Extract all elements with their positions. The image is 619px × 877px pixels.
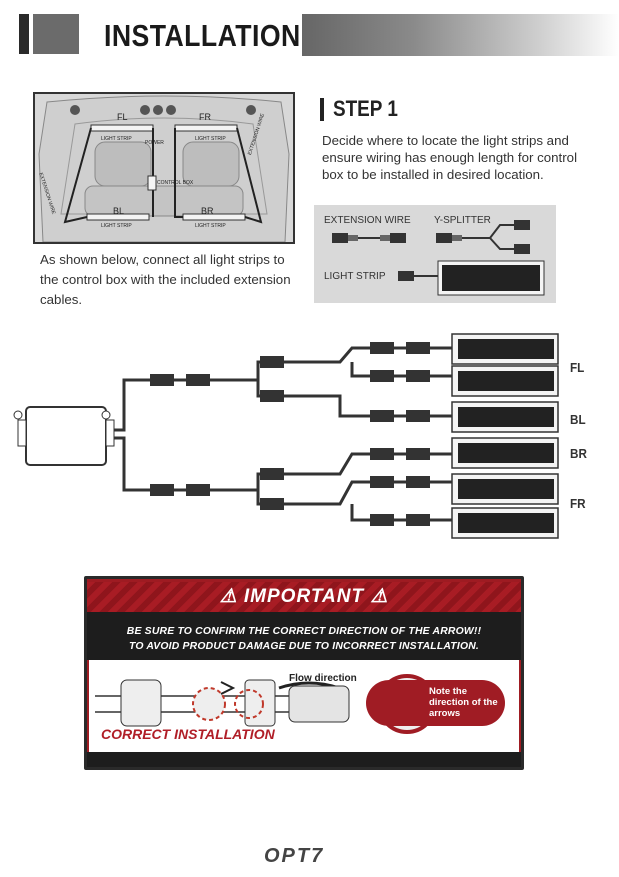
label-control-box: CONTROL BOX <box>157 180 194 186</box>
wiring-illustration <box>13 333 559 539</box>
wiring-zone-label: BR <box>570 446 587 461</box>
label-light-strip: LIGHT STRIP <box>101 223 132 229</box>
label-light-strip: LIGHT STRIP <box>195 136 226 142</box>
flow-direction-label: Flow direction <box>289 673 357 684</box>
label-light-strip: LIGHT STRIP <box>101 136 132 142</box>
note-text: Note the direction of the arrows <box>429 686 498 719</box>
part-label-extension-wire: EXTENSION WIRE <box>324 215 411 226</box>
note-pill <box>366 680 505 726</box>
page-title: INSTALLATION <box>104 18 301 53</box>
important-title: IMPORTANT <box>243 586 365 607</box>
step-accent-bar <box>320 98 324 121</box>
instructions-text: As shown below, connect all light strips… <box>40 252 291 307</box>
header-accent-block <box>19 14 29 54</box>
car-zone-bl: BL <box>113 206 125 216</box>
part-label-light-strip: LIGHT STRIP <box>324 271 386 282</box>
car-interior-illustration <box>38 95 290 242</box>
wiring-diagram: FL BL BR FR <box>0 320 619 560</box>
important-title-row: ⚠ IMPORTANT ⚠ <box>87 582 521 612</box>
parts-box: EXTENSION WIRE Y-SPLITTER LIGHT STRIP <box>314 205 556 303</box>
correct-installation-label: CORRECT INSTALLATION <box>101 726 275 742</box>
label-light-strip: LIGHT STRIP <box>195 223 226 229</box>
warning-icon: ⚠ <box>370 586 389 607</box>
important-line-2: TO AVOID PRODUCT DAMAGE DUE TO INCORRECT… <box>128 641 480 652</box>
car-interior-diagram: FL FR BL BR LIGHT STRIP LIGHT STRIP LIGH… <box>33 92 295 244</box>
parts-illustration <box>332 220 545 296</box>
header-gradient-bar <box>302 14 619 56</box>
important-message-band <box>87 612 521 660</box>
wiring-zone-label: FL <box>570 360 585 375</box>
important-footer-band <box>87 752 521 767</box>
wiring-zone-label: FR <box>570 496 586 511</box>
header-accent-block-gray <box>33 14 79 54</box>
car-zone-fr: FR <box>199 112 211 122</box>
step-title: STEP 1 <box>333 96 398 121</box>
car-zone-br: BR <box>201 206 214 216</box>
car-zone-fl: FL <box>117 112 128 122</box>
important-header <box>87 582 521 612</box>
important-message: BE SURE TO CONFIRM THE CORRECT DIRECTION… <box>87 624 521 654</box>
label-power: POWER <box>145 140 164 146</box>
warning-icon: ⚠ <box>219 586 238 607</box>
step-description: Decide where to locate the light strips … <box>322 133 578 182</box>
wiring-zone-label: BL <box>570 412 586 427</box>
part-label-y-splitter: Y-SPLITTER <box>434 215 491 226</box>
brand-logo: OPT7 <box>264 845 325 867</box>
important-line-1: BE SURE TO CONFIRM THE CORRECT DIRECTION… <box>126 626 482 637</box>
